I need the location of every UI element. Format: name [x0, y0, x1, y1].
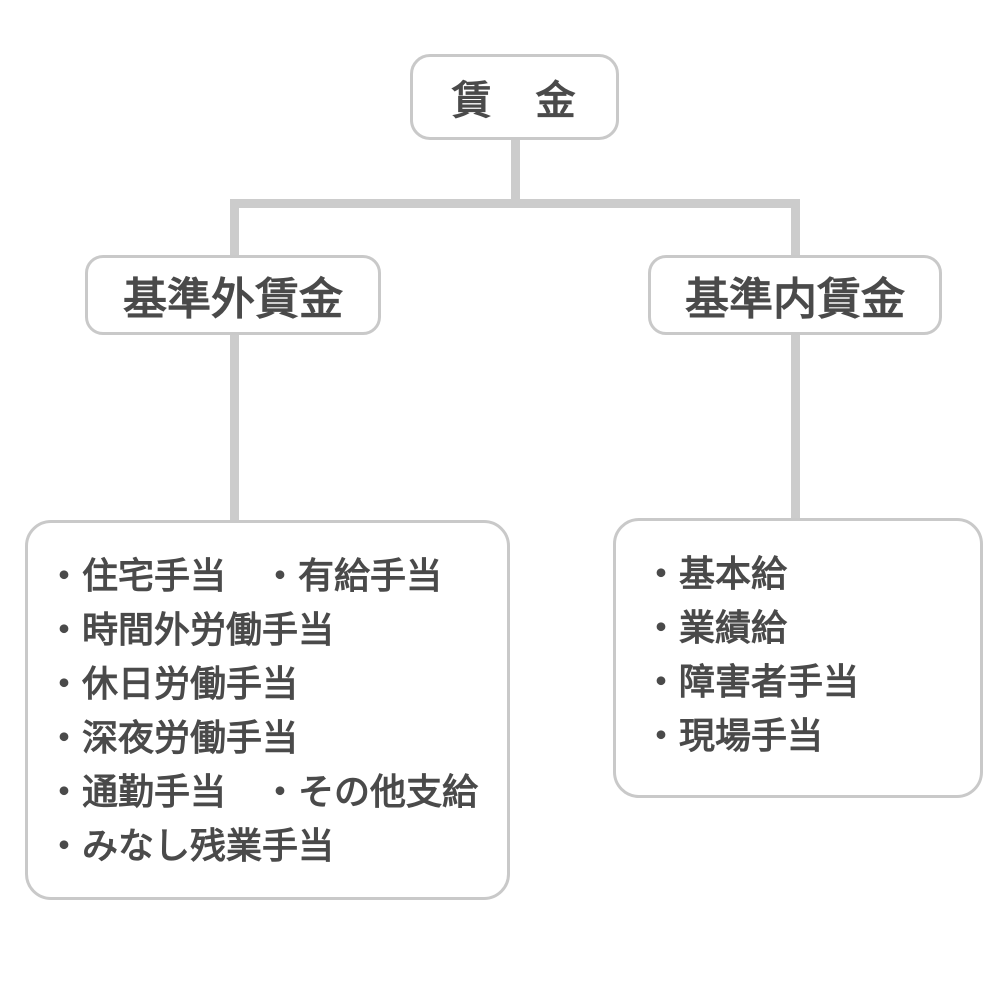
- connector-horizontal-bar: [230, 199, 800, 208]
- node-standard-wages-label: 基準内賃金: [685, 275, 905, 324]
- list-item: ・現場手当: [643, 715, 824, 756]
- list-item: ・みなし残業手当: [46, 825, 335, 866]
- connector-right-vertical: [791, 199, 800, 523]
- list-item: ・通勤手当 ・その他支給: [46, 771, 479, 812]
- node-wages-label: 賃 金: [451, 79, 578, 123]
- node-wages: 賃 金: [410, 54, 619, 140]
- node-standard-wages: 基準内賃金: [648, 255, 942, 335]
- node-non-standard-wages: 基準外賃金: [85, 255, 381, 335]
- connector-left-vertical: [230, 199, 239, 525]
- connector-root-vertical: [511, 136, 520, 203]
- list-non-standard-wage-items: ・住宅手当 ・有給手当 ・時間外労働手当 ・休日労働手当 ・深夜労働手当 ・通勤…: [25, 520, 510, 900]
- list-item: ・時間外労働手当: [46, 609, 335, 650]
- list-item: ・休日労働手当: [46, 663, 299, 704]
- list-item: ・障害者手当: [643, 661, 860, 702]
- list-item: ・基本給: [643, 553, 788, 594]
- node-non-standard-wages-label: 基準外賃金: [123, 275, 343, 324]
- list-item: ・深夜労働手当: [46, 717, 299, 758]
- list-item: ・業績給: [643, 607, 788, 648]
- list-standard-wage-items: ・基本給 ・業績給 ・障害者手当 ・現場手当: [613, 518, 983, 798]
- list-item: ・住宅手当 ・有給手当: [46, 555, 443, 596]
